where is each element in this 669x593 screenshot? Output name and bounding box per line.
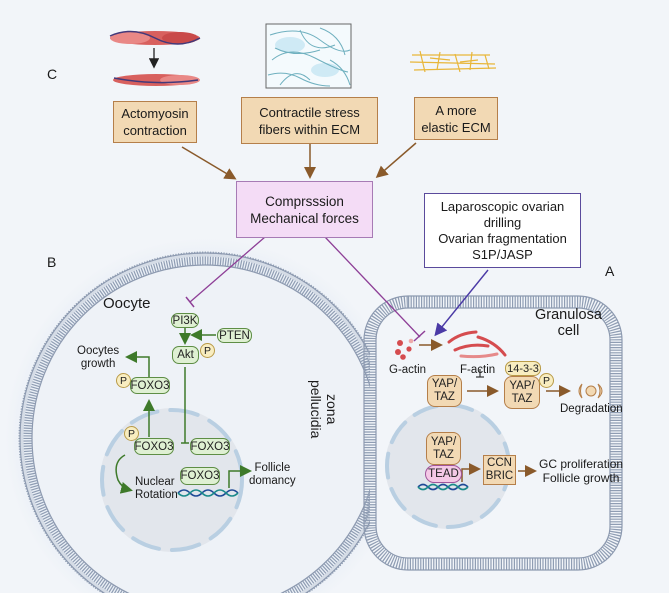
follicle-dormancy-label: Follicle domancy [249,462,296,488]
akt-phospho-badge: P [200,343,215,358]
growth-line-1: Oocytes [77,345,120,357]
panel-label-c: C [47,66,58,82]
elastic-ecm-line-1: A more [435,102,477,118]
actomyosin-line-2: contraction [123,123,187,138]
ccn-bric-node: CCN BRIC [483,455,516,485]
granulosa-line-2: cell [557,323,580,339]
tead-node: TEAD [425,465,462,483]
compression-line-2: Mechanical forces [250,210,359,226]
elastic-ecm-illustration [409,50,497,73]
yap-taz-bound-node: YAP/ TAZ [504,376,540,409]
yap-taz-nuclear-node: YAP/ TAZ [426,432,461,465]
foxo3-cytoplasm-node: FOXO3 [130,377,170,394]
foxo3-dna-bound-node: FOXO3 [180,467,220,485]
inhibit-pi3k-line [189,236,266,303]
interventions-box: Laparoscopic ovarian drilling Ovarian fr… [424,193,581,268]
dormancy-line-2: domancy [249,475,296,487]
interventions-line-1: Laparoscopic ovarian [440,198,565,214]
yap-line: YAP/ [509,379,535,392]
nuclear-envelope [100,408,244,552]
degradation-label: Degradation [560,403,623,415]
interventions-line-2: drilling [483,214,522,230]
zona-line-1: zona [324,394,340,425]
compression-forces-box: Comprsssion Mechanical forces [236,181,373,238]
interventions-line-3: Ovarian fragmentation [438,230,567,246]
dna-oocyte [177,489,239,497]
foxo3-cyto-phospho-badge: P [116,373,131,388]
arrow-elastic-to-compression [375,142,417,178]
panel-label-a: A [605,263,615,279]
dormancy-line-1: Follicle [254,462,291,474]
taz-line: TAZ [511,392,533,405]
outcome-line-1: GC proliferation [539,457,624,471]
zona-pellucida-label: zona pellucidia [308,380,340,438]
ecm-fibers-illustration [265,23,352,89]
compression-line-1: Comprsssion [265,193,344,209]
f-actin-label: F-actin [460,364,496,376]
nuclear-rotation-label: Nuclear Rotation [135,476,178,502]
taz-line: TAZ [434,391,455,403]
nuclear-line-1: Nuclear [135,476,175,488]
yap-line: YAP/ [431,378,458,390]
oocyte-cell [5,238,405,593]
oocyte-pathway-lines [115,325,252,494]
yap-taz-free-node: YAP/ TAZ [427,375,462,407]
taz-line: TAZ [433,448,454,461]
foxo3-nuclear-phospho-badge: P [124,426,139,441]
interventions-line-4: S1P/JASP [472,246,533,262]
f-actin-icon [447,330,507,359]
stress-fibers-line-2: fibers within ECM [258,121,361,137]
arrow-interventions-to-actin [434,269,489,337]
ccn-line: CCN [487,457,512,469]
degradation-icon [578,383,603,399]
inhibit-actin-line [324,236,421,338]
pten-node: PTEN [217,328,252,343]
foxo3-phosphorylated-node: FOXO3 [134,438,174,455]
outcome-line-2: Follicle growth [542,471,620,485]
yap-taz-phospho-badge: P [539,373,554,388]
yap-line: YAP/ [430,435,457,448]
granulosa-line-1: Granulosa [535,307,602,323]
zona-line-2: pellucidia [308,380,324,439]
arrow-actomyosin-to-compression [181,146,237,180]
foxo3-nuclear-node: FOXO3 [190,438,230,455]
granulosa-cell-title: Granulosa cell [535,307,602,339]
stress-fibers-box: Contractile stress fibers within ECM [241,97,378,144]
actomyosin-contraction-box: Actomyosin contraction [113,101,197,143]
actomyosin-line-1: Actomyosin [121,106,189,121]
g-actin-icon [395,338,414,360]
pi3k-node: PI3K [171,313,199,328]
growth-line-2: growth [80,358,116,370]
granulosa-pathway-lines [419,339,571,482]
panel-label-b: B [47,254,57,270]
nuclear-line-2: Rotation [135,489,178,501]
dna-granulosa [417,483,469,491]
granulosa-cell [363,295,623,571]
14-3-3-node: 14-3-3 [505,361,541,376]
gc-proliferation-label: GC proliferation Follicle growth [539,457,623,485]
stress-fibers-line-1: Contractile stress [259,104,360,120]
oocytes-growth-label: Oocytes growth [77,345,119,371]
bric-line: BRIC [485,470,514,482]
oocyte-title: Oocyte [103,295,151,312]
elastic-ecm-line-2: elastic ECM [421,119,491,135]
akt-node: Akt [172,346,199,364]
actomyosin-illustration [109,30,201,86]
g-actin-label: G-actin [389,364,427,376]
elastic-ecm-box: A more elastic ECM [414,97,498,140]
